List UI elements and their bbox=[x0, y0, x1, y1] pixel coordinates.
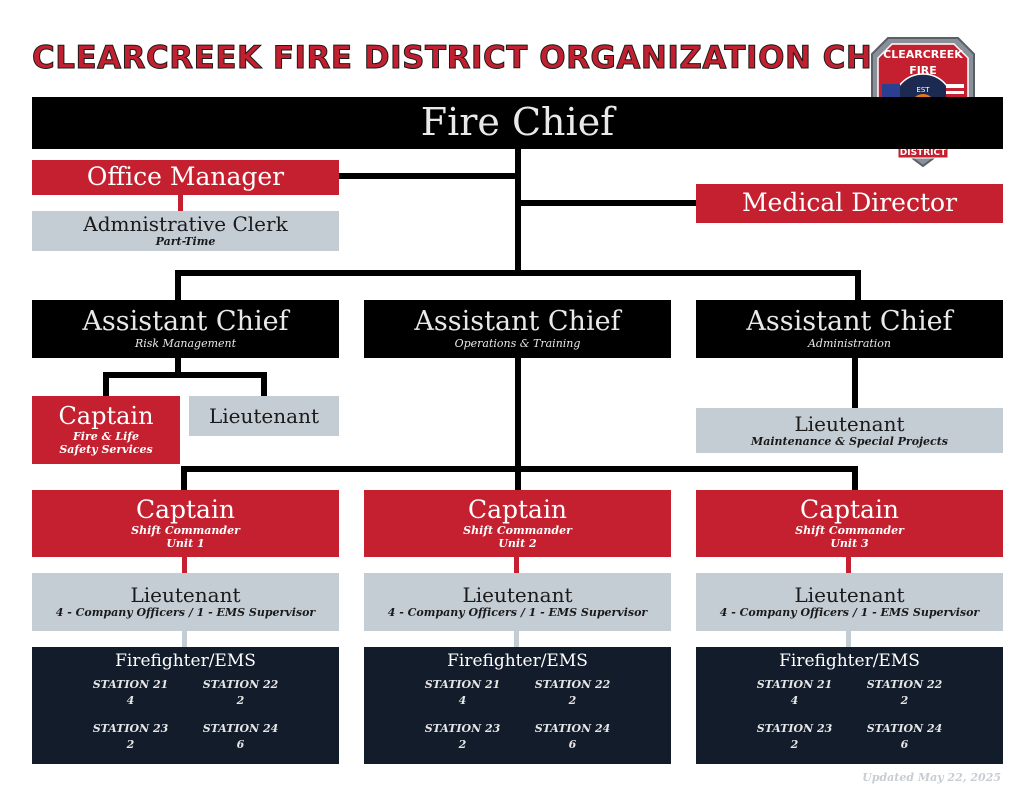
shift-lieutenant-box: Lieutenant 4 - Company Officers / 1 - EM… bbox=[696, 573, 1003, 631]
connector-line bbox=[846, 557, 851, 573]
office-manager-title: Office Manager bbox=[86, 162, 285, 192]
risk-captain-subtitle-1: Fire & Life bbox=[72, 429, 140, 443]
medical-director-box: Medical Director bbox=[696, 184, 1003, 223]
risk-captain-subtitle-2: Safety Services bbox=[59, 442, 153, 456]
admin-clerk-title: Admnistrative Clerk bbox=[83, 212, 288, 236]
assistant-chief-subtitle: Risk Management bbox=[134, 336, 237, 350]
shift-unit: Unit 3 bbox=[830, 536, 869, 550]
admin-lieutenant-subtitle: Maintenance & Special Projects bbox=[751, 434, 948, 448]
shift-lieutenant-title: Lieutenant bbox=[794, 583, 905, 607]
connector-line bbox=[855, 270, 861, 300]
connector-line bbox=[182, 631, 187, 647]
connector-line bbox=[338, 173, 518, 179]
svg-text:CLEARCREEK: CLEARCREEK bbox=[883, 48, 963, 61]
shift-role: Shift Commander bbox=[131, 523, 240, 537]
assistant-chief-risk-box: Assistant Chief Risk Management bbox=[32, 300, 339, 358]
shift-role: Shift Commander bbox=[463, 523, 572, 537]
shift-unit: Unit 2 bbox=[498, 536, 537, 550]
shift-unit: Unit 1 bbox=[166, 536, 205, 550]
assistant-chief-operations-box: Assistant Chief Operations & Training bbox=[364, 300, 671, 358]
connector-line bbox=[181, 466, 187, 490]
connector-line bbox=[103, 372, 109, 396]
firefighter-title: Firefighter/EMS bbox=[447, 651, 588, 671]
svg-text:FIRE: FIRE bbox=[909, 64, 937, 77]
fire-chief-box: Fire Chief bbox=[32, 97, 1003, 149]
shift-captain-box: Captain Shift Commander Unit 1 bbox=[32, 490, 339, 557]
shift-captain-title: Captain bbox=[467, 495, 568, 525]
svg-text:EST: EST bbox=[916, 86, 930, 94]
admin-lieutenant-box: Lieutenant Maintenance & Special Project… bbox=[696, 408, 1003, 453]
connector-line bbox=[182, 557, 187, 573]
connector-line bbox=[175, 358, 181, 376]
connector-line bbox=[852, 358, 858, 408]
connector-line bbox=[103, 372, 267, 378]
medical-director-title: Medical Director bbox=[741, 188, 958, 218]
connector-line bbox=[846, 631, 851, 647]
risk-lieutenant-box: Lieutenant bbox=[189, 396, 339, 436]
shift-role: Shift Commander bbox=[795, 523, 904, 537]
svg-text:DISTRICT: DISTRICT bbox=[900, 148, 947, 158]
shift-lieutenant-title: Lieutenant bbox=[130, 583, 241, 607]
shift-captain-box: Captain Shift Commander Unit 3 bbox=[696, 490, 1003, 557]
connector-line bbox=[178, 195, 183, 211]
shift-lieutenant-box: Lieutenant 4 - Company Officers / 1 - EM… bbox=[364, 573, 671, 631]
connector-line bbox=[261, 372, 267, 396]
assistant-chief-title: Assistant Chief bbox=[414, 306, 621, 338]
shift-lieutenant-subtitle: 4 - Company Officers / 1 - EMS Superviso… bbox=[55, 606, 316, 619]
admin-clerk-box: Admnistrative Clerk Part-Time bbox=[32, 211, 339, 251]
shift-lieutenant-title: Lieutenant bbox=[462, 583, 573, 607]
risk-lieutenant-title: Lieutenant bbox=[209, 403, 319, 428]
assistant-chief-title: Assistant Chief bbox=[82, 306, 289, 338]
firefighter-title: Firefighter/EMS bbox=[115, 651, 256, 671]
connector-line bbox=[514, 631, 519, 647]
connector-line bbox=[181, 466, 858, 472]
shift-lieutenant-box: Lieutenant 4 - Company Officers / 1 - EM… bbox=[32, 573, 339, 631]
assistant-chief-subtitle: Operations & Training bbox=[454, 336, 581, 350]
shift-captain-box: Captain Shift Commander Unit 2 bbox=[364, 490, 671, 557]
firefighter-title: Firefighter/EMS bbox=[779, 651, 920, 671]
assistant-chief-title: Assistant Chief bbox=[746, 306, 953, 338]
risk-captain-box: Captain Fire & Life Safety Services bbox=[32, 396, 180, 464]
connector-line bbox=[514, 557, 519, 573]
connector-line bbox=[175, 270, 861, 276]
connector-line bbox=[518, 200, 696, 206]
office-manager-box: Office Manager bbox=[32, 160, 339, 195]
updated-date: Updated May 22, 2025 bbox=[862, 771, 1001, 784]
connector-line bbox=[515, 358, 521, 490]
connector-line bbox=[515, 149, 521, 273]
connector-line bbox=[852, 466, 858, 490]
chart-title: CLEARCREEK FIRE DISTRICT ORGANIZATION CH… bbox=[32, 40, 942, 77]
shift-captain-title: Captain bbox=[135, 495, 236, 525]
assistant-chief-administration-box: Assistant Chief Administration bbox=[696, 300, 1003, 358]
admin-clerk-subtitle: Part-Time bbox=[155, 235, 216, 248]
fire-chief-title: Fire Chief bbox=[420, 100, 615, 145]
shift-lieutenant-subtitle: 4 - Company Officers / 1 - EMS Superviso… bbox=[719, 606, 980, 619]
admin-lieutenant-title: Lieutenant bbox=[794, 411, 905, 436]
risk-captain-title: Captain bbox=[58, 402, 154, 431]
assistant-chief-subtitle: Administration bbox=[807, 336, 892, 350]
connector-line bbox=[175, 270, 181, 300]
shift-lieutenant-subtitle: 4 - Company Officers / 1 - EMS Superviso… bbox=[387, 606, 648, 619]
shift-captain-title: Captain bbox=[799, 495, 900, 525]
